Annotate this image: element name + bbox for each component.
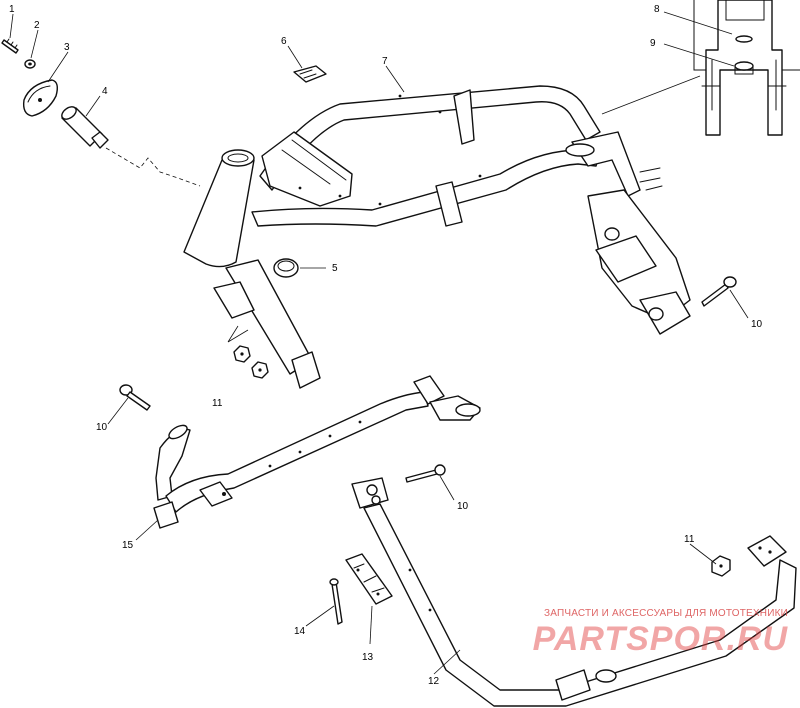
callout-3: 3 [64,42,70,53]
watermark-logo: PARTSPOR.RU [532,620,788,658]
callout-6: 6 [281,36,287,47]
callout-14: 14 [294,626,306,637]
bolt-part-10-a [119,384,151,411]
washer-part [735,35,753,43]
bolt-part-10-c [701,276,737,307]
callout-13: 13 [362,652,374,663]
screw-part-14 [329,578,343,625]
callout-7: 7 [382,56,388,67]
callout-12: 12 [428,676,440,687]
callout-5: 5 [332,263,338,274]
callout-labels: 1 2 3 4 5 6 7 8 9 10 10 10 11 11 12 13 1… [9,4,763,687]
callout-10-left: 10 [96,422,108,433]
cap-plate-part-3 [22,79,59,117]
callout-11-lower: 11 [684,534,695,545]
callout-4: 4 [102,86,108,97]
nut-part-11-a [233,345,269,379]
crossmember-part-15 [153,375,481,529]
nut-part [734,61,754,71]
watermark-tagline: ЗАПЧАСТИ И АКСЕССУАРЫ ДЛЯ МОТОТЕХНИКИ [543,608,788,619]
lower-rail-part-12 [351,477,797,707]
watermark: ЗАПЧАСТИ И АКСЕССУАРЫ ДЛЯ МОТОТЕХНИКИ PA… [488,608,788,657]
grommet-part-5 [273,258,299,278]
bracket-part-6 [293,65,327,83]
nut-part-11-b [711,555,731,577]
leader-lines [9,11,749,675]
screw-part-1 [1,38,19,54]
inset-detail [693,0,800,136]
callout-2: 2 [34,20,40,31]
callout-10-middle: 10 [457,501,469,512]
callout-8: 8 [654,4,660,15]
callout-11-upper: 11 [212,398,223,409]
callout-1: 1 [9,4,15,15]
bolt-part-10-b [405,464,446,483]
callout-15: 15 [122,540,134,551]
main-frame-part-7 [183,85,691,389]
plug-part-4 [61,106,109,149]
plate-part-13 [345,553,393,605]
callout-10-right: 10 [751,319,763,330]
callout-9: 9 [650,38,656,49]
